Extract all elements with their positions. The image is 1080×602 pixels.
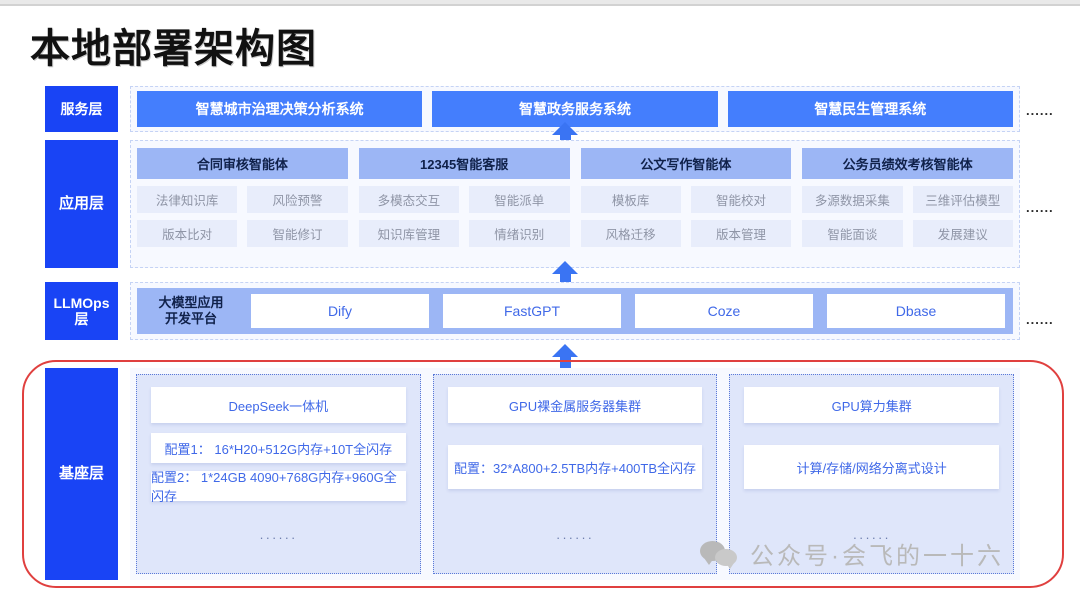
agent-cell[interactable]: 智能面谈 [802, 220, 903, 247]
llmops-layer-row: LLMOps 层 大模型应用 开发平台 Dify FastGPT Coze Db… [45, 282, 1020, 340]
agent-cells-document: 模板库 智能校对 风格迁移 版本管理 [580, 186, 792, 247]
agent-cell[interactable]: 多模态交互 [358, 186, 460, 213]
arrow-llmops-to-app-icon [552, 261, 578, 285]
llmops-tag-line1: LLMOps [53, 294, 110, 311]
base-layer-tag: 基座层 [45, 368, 118, 580]
window-top-bar [0, 0, 1080, 6]
llmops-layer-ellipsis: ...... [1026, 312, 1054, 327]
agent-cell[interactable]: 发展建议 [912, 220, 1013, 247]
agent-cell[interactable]: 智能修订 [247, 220, 348, 247]
agent-cell[interactable]: 智能派单 [469, 186, 570, 213]
base-card-config[interactable]: 计算/存储/网络分离式设计 [744, 445, 1000, 489]
application-layer-tag: 应用层 [45, 140, 118, 268]
llmops-platform-strip: 大模型应用 开发平台 Dify FastGPT Coze Dbase [137, 288, 1013, 334]
service-box-city[interactable]: 智慧城市治理决策分析系统 [137, 91, 423, 127]
agent-cell[interactable]: 版本比对 [137, 220, 238, 247]
agent-cell[interactable]: 法律知识库 [137, 186, 238, 213]
agent-cell[interactable]: 情绪识别 [469, 220, 570, 247]
llmops-platform-label: 大模型应用 开发平台 [145, 295, 237, 328]
base-card-config[interactable]: 配置1： 16*H20+512G内存+10T全闪存 [151, 433, 406, 463]
arrow-base-to-llmops-icon [552, 344, 578, 368]
base-card-title[interactable]: GPU裸金属服务器集群 [447, 387, 703, 423]
base-card-config[interactable]: 配置2： 1*24GB 4090+768G内存+960G全闪存 [151, 470, 406, 504]
agent-row: 模板库 智能校对 [580, 186, 792, 213]
base-card-title[interactable]: GPU算力集群 [744, 387, 1000, 423]
application-layer-ellipsis: ...... [1026, 200, 1054, 215]
base-column-dots: ······ [556, 530, 594, 545]
base-layer-body: DeepSeek一体机 配置1： 16*H20+512G内存+10T全闪存 配置… [130, 368, 1020, 580]
agent-row: 智能面谈 发展建议 [802, 220, 1013, 247]
llmops-box-dify[interactable]: Dify [251, 294, 429, 328]
llmops-box-dbase[interactable]: Dbase [827, 294, 1005, 328]
agent-cell[interactable]: 三维评估模型 [912, 186, 1013, 213]
service-box-government[interactable]: 智慧政务服务系统 [432, 91, 718, 127]
base-layer-row: 基座层 DeepSeek一体机 配置1： 16*H20+512G内存+10T全闪… [45, 368, 1020, 580]
application-layer-row: 应用层 合同审核智能体 法律知识库 风险预警 版本比对 智能修订 12345智能… [45, 140, 1020, 268]
page-title: 本地部署架构图 [30, 27, 317, 71]
agent-cells-performance: 多源数据采集 三维评估模型 智能面谈 发展建议 [802, 186, 1013, 247]
base-column-bare-metal: GPU裸金属服务器集群 配置：32*A800+2.5TB内存+400TB全闪存 … [432, 374, 718, 574]
agent-row: 版本比对 智能修订 [137, 220, 348, 247]
base-column-deepseek: DeepSeek一体机 配置1： 16*H20+512G内存+10T全闪存 配置… [136, 374, 421, 574]
agent-row: 法律知识库 风险预警 [137, 186, 348, 213]
agent-row: 多模态交互 智能派单 [358, 186, 570, 213]
llmops-layer-tag: LLMOps 层 [45, 282, 118, 340]
agent-cells-hotline: 多模态交互 智能派单 知识库管理 情绪识别 [358, 186, 570, 247]
service-layer-body: 智慧城市治理决策分析系统 智慧政务服务系统 智慧民生管理系统 [130, 86, 1020, 132]
base-layer-highlight-outline [22, 360, 1064, 588]
agent-cell[interactable]: 多源数据采集 [802, 186, 903, 213]
agent-head-document[interactable]: 公文写作智能体 [580, 148, 792, 179]
agent-row: 多源数据采集 三维评估模型 [802, 186, 1013, 213]
service-layer-row: 服务层 智慧城市治理决策分析系统 智慧政务服务系统 智慧民生管理系统 [45, 86, 1020, 132]
service-layer-ellipsis: ...... [1026, 103, 1054, 118]
agent-head-hotline[interactable]: 12345智能客服 [358, 148, 570, 179]
application-layer-body: 合同审核智能体 法律知识库 风险预警 版本比对 智能修订 12345智能客服 多… [130, 140, 1020, 268]
agent-cells-contract: 法律知识库 风险预警 版本比对 智能修订 [137, 186, 348, 247]
llmops-platform-line2: 开发平台 [164, 311, 217, 326]
base-column-gpu-cluster: GPU算力集群 计算/存储/网络分离式设计 ······ [729, 374, 1015, 574]
agent-column-contract: 合同审核智能体 法律知识库 风险预警 版本比对 智能修订 [137, 148, 348, 260]
agent-cell[interactable]: 模板库 [580, 186, 681, 213]
base-column-dots: ······ [259, 530, 298, 545]
base-card-config[interactable]: 配置：32*A800+2.5TB内存+400TB全闪存 [447, 445, 703, 489]
base-column-dots: ······ [852, 530, 891, 545]
base-card-title[interactable]: DeepSeek一体机 [151, 387, 406, 423]
agent-column-hotline: 12345智能客服 多模态交互 智能派单 知识库管理 情绪识别 [358, 148, 570, 260]
agent-cell[interactable]: 知识库管理 [358, 220, 460, 247]
llmops-platform-line1: 大模型应用 [158, 294, 224, 310]
service-layer-tag: 服务层 [45, 86, 118, 132]
agent-cell[interactable]: 版本管理 [690, 220, 792, 247]
llmops-tag-line2: 层 [74, 311, 89, 327]
llmops-box-fastgpt[interactable]: FastGPT [443, 294, 621, 328]
agent-row: 风格迁移 版本管理 [580, 220, 792, 247]
agent-row: 知识库管理 情绪识别 [358, 220, 570, 247]
service-box-livelihood[interactable]: 智慧民生管理系统 [727, 91, 1013, 127]
agent-cell[interactable]: 智能校对 [690, 186, 792, 213]
agent-cell[interactable]: 风险预警 [247, 186, 348, 213]
agent-head-performance[interactable]: 公务员绩效考核智能体 [802, 148, 1013, 179]
agent-cell[interactable]: 风格迁移 [580, 220, 681, 247]
llmops-box-coze[interactable]: Coze [635, 294, 813, 328]
agent-head-contract[interactable]: 合同审核智能体 [137, 148, 348, 179]
agent-column-document: 公文写作智能体 模板库 智能校对 风格迁移 版本管理 [580, 148, 792, 260]
agent-column-performance: 公务员绩效考核智能体 多源数据采集 三维评估模型 智能面谈 发展建议 [802, 148, 1013, 260]
llmops-layer-body: 大模型应用 开发平台 Dify FastGPT Coze Dbase [130, 282, 1020, 340]
